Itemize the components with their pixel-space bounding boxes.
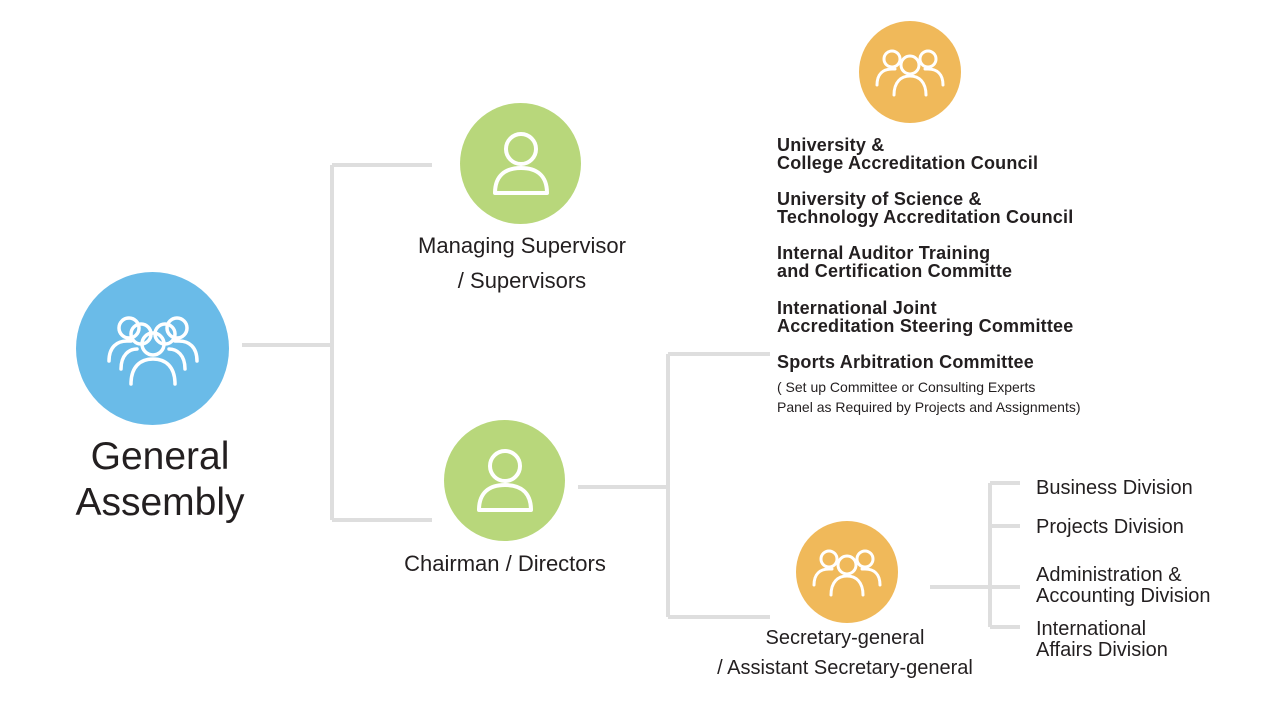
committee-item-line: Sports Arbitration Committee xyxy=(777,352,1034,372)
group-of-people-icon xyxy=(106,315,199,386)
committees-circle xyxy=(859,21,961,123)
division-item-line: Business Division xyxy=(1036,477,1193,499)
chairman-label: Chairman / Directors xyxy=(355,546,655,581)
division-item-line: Affairs Division xyxy=(1036,639,1168,661)
supervisor-label-line: / Supervisors xyxy=(457,268,587,293)
committee-item-line: University of Science & xyxy=(777,189,982,209)
committee-item-line: International Joint xyxy=(777,298,937,318)
supervisor-circle xyxy=(460,103,581,224)
connector-secretariat-to-divisions xyxy=(930,481,1020,629)
division-item-line: Projects Division xyxy=(1036,516,1184,538)
general-assembly-circle xyxy=(76,272,229,425)
committee-item: University & College Accreditation Counc… xyxy=(777,136,1038,172)
committee-item: International Joint Accreditation Steeri… xyxy=(777,299,1073,335)
secretariat-circle xyxy=(796,521,898,623)
connector-ga-to-board xyxy=(242,163,432,522)
committee-item: Internal Auditor Training and Certificat… xyxy=(777,244,1012,280)
division-item: Projects Division xyxy=(1036,517,1184,538)
group-of-people-icon xyxy=(812,549,882,597)
secretariat-label-line: Secretary-general xyxy=(765,627,925,649)
division-item-line: Administration & xyxy=(1036,564,1182,586)
committee-item: University of Science & Technology Accre… xyxy=(777,190,1073,226)
supervisor-label-line: Managing Supervisor xyxy=(418,233,626,258)
committee-item-line: Accreditation Steering Committee xyxy=(777,316,1074,336)
committee-note-line: ( Set up Committee or Consulting Experts xyxy=(777,379,1036,395)
general-assembly-label: General Assembly xyxy=(40,434,280,526)
secretariat-label-line: / Assistant Secretary-general xyxy=(717,657,973,679)
division-item: International Affairs Division xyxy=(1036,619,1168,661)
committee-note-line: Panel as Required by Projects and Assign… xyxy=(777,399,1081,415)
chairman-circle xyxy=(444,420,565,541)
committee-item-line: Internal Auditor Training xyxy=(777,243,991,263)
group-of-people-icon xyxy=(875,49,945,97)
chairman-label-line: Chairman / Directors xyxy=(404,551,606,576)
committee-item: Sports Arbitration Committee xyxy=(777,353,1034,371)
committee-note: ( Set up Committee or Consulting Experts… xyxy=(777,377,1081,417)
division-item: Business Division xyxy=(1036,478,1193,499)
person-icon xyxy=(476,448,533,512)
secretariat-label: Secretary-general / Assistant Secretary-… xyxy=(685,623,1005,683)
committee-item-line: College Accreditation Council xyxy=(777,153,1039,173)
connector-chairman-to-branches xyxy=(578,352,770,619)
division-item: Administration & Accounting Division xyxy=(1036,565,1211,607)
committee-item-line: University & xyxy=(777,135,885,155)
division-item-line: Accounting Division xyxy=(1036,585,1211,607)
general-assembly-label-line: Assembly xyxy=(75,481,245,524)
supervisor-label: Managing Supervisor / Supervisors xyxy=(372,228,672,298)
division-item-line: International xyxy=(1036,618,1147,640)
committee-item-line: Technology Accreditation Council xyxy=(777,207,1074,227)
committee-item-line: and Certification Committe xyxy=(777,261,1013,281)
person-icon xyxy=(492,131,549,195)
general-assembly-label-line: General xyxy=(90,435,230,478)
